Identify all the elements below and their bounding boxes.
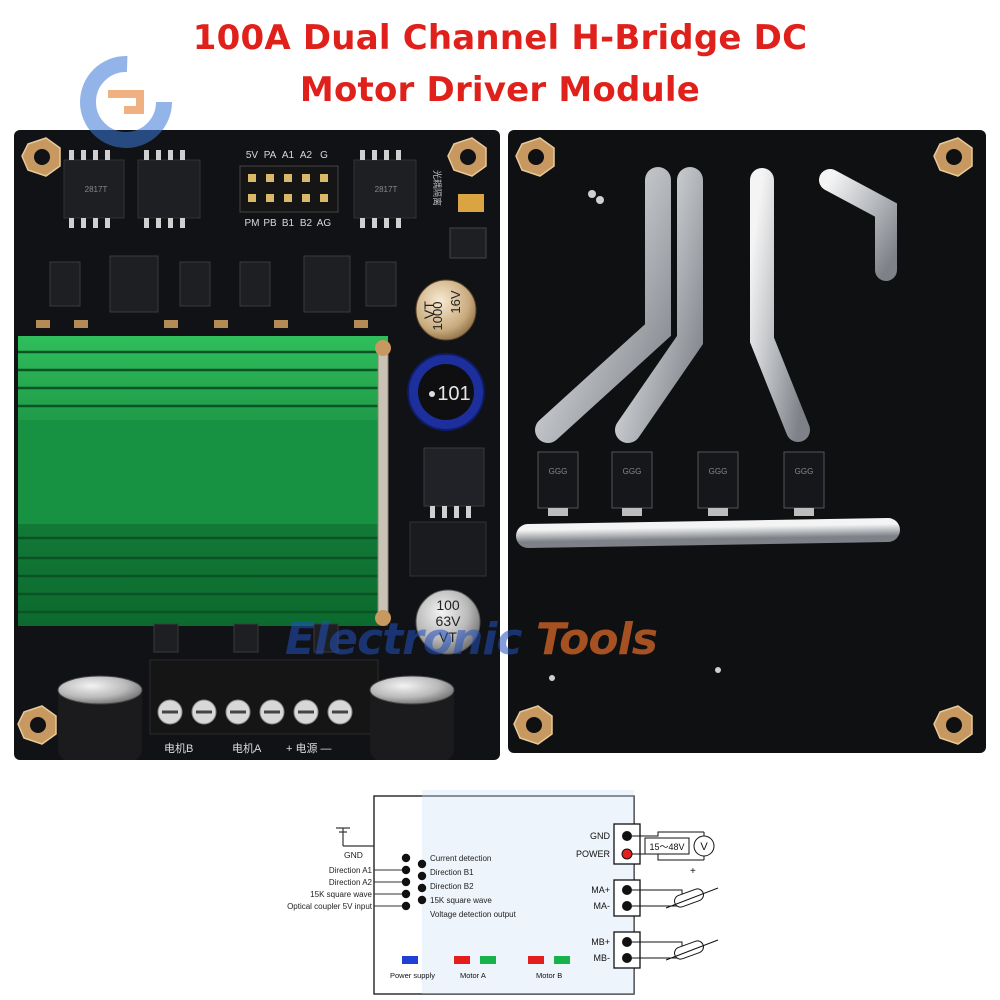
pin-label-bottom-4: B2 [300, 218, 313, 229]
brand-watermark-text: Electronic Tools [285, 614, 658, 665]
cap-1000-value: 1000 [430, 302, 445, 331]
pin-header[interactable] [239, 165, 339, 213]
side-silkscreen: 光耦隔离 [432, 170, 443, 206]
motor-a-plus-label: MA+ [591, 885, 610, 895]
legend-swatch-motor-a-2 [480, 956, 496, 964]
wiring-diagram: GND Direction A1 Direction A2 15K square… [287, 790, 719, 995]
svg-text:63V: 63V [436, 613, 462, 629]
legend-swatch-motor-b-1 [528, 956, 544, 964]
input-direction-a1: Direction A1 [329, 866, 373, 875]
voltmeter-symbol: V [700, 841, 708, 853]
motor-b-icon [665, 939, 719, 961]
inductor-101: 101 [407, 353, 485, 431]
capacitor-100uf: 100 63V VT [415, 589, 481, 655]
driver-ic-3 [353, 159, 417, 219]
input-15k-square-wave: 15K square wave [310, 890, 372, 899]
mosfet-6 [365, 261, 397, 307]
output-direction-b1: Direction B1 [430, 868, 474, 877]
bulk-capacitor-left [57, 675, 143, 760]
front-board-photo: 2817T 2817T 5V PA A1 A2 G PM PB B1 B2 AG… [14, 130, 500, 760]
svg-text:101: 101 [437, 383, 470, 405]
pin-label-top-5: G [320, 150, 328, 161]
brand-logo-watermark [80, 56, 172, 148]
diode-row [537, 451, 825, 516]
solder-traces [516, 167, 900, 548]
mosfet-2 [109, 255, 159, 313]
diode-marking-3: GGG [709, 467, 728, 476]
ic-marking-1: 2817T [85, 185, 108, 194]
mosfet-5 [303, 255, 351, 313]
ic-marking-3: 2817T [375, 185, 398, 194]
voltage-range-box [644, 837, 690, 855]
terminal-power-label: POWER [576, 849, 611, 859]
regulator-ic [449, 227, 487, 259]
watermark-text-part1: Electronic [285, 614, 523, 665]
terminal-label-motor-a: 电机A [232, 741, 262, 755]
legend-swatch-power [402, 956, 418, 964]
output-direction-b2: Direction B2 [430, 882, 474, 891]
mosfet-4 [239, 261, 271, 307]
diode-marking-1: GGG [549, 467, 568, 476]
legend-swatch-motor-a-1 [454, 956, 470, 964]
legend-power-supply: Power supply [390, 971, 435, 980]
driver-ic-2 [137, 159, 201, 219]
plus-sign: + [690, 866, 696, 877]
input-direction-a2: Direction A2 [329, 878, 373, 887]
motor-b-plus-label: MB+ [591, 937, 610, 947]
legend-motor-a: Motor A [460, 971, 486, 980]
buck-converter-ic [423, 447, 485, 507]
terminal-gnd-label: GND [590, 831, 611, 841]
shunt-resistor [377, 341, 389, 625]
page-title-line-2: Motor Driver Module [299, 70, 701, 110]
gnd-label: GND [344, 850, 363, 860]
terminal-label-motor-b: 电机B [164, 741, 193, 755]
pin-label-bottom-2: PB [263, 218, 277, 229]
legend-swatch-motor-b-2 [554, 956, 570, 964]
color-legend: Power supply Motor A Motor B [390, 956, 570, 980]
ground-symbol [336, 827, 374, 847]
tantalum-capacitor [458, 194, 484, 212]
pcb-back-substrate [508, 130, 986, 753]
watermark-text-part2: Tools [535, 614, 658, 665]
heatsink [18, 336, 388, 626]
mosfet-1 [49, 261, 81, 307]
pin-label-top-2: PA [264, 150, 277, 161]
svg-text:100: 100 [436, 597, 460, 613]
diode-marking-2: GGG [623, 467, 642, 476]
pin-label-top-3: A1 [282, 150, 295, 161]
diode-marking-4: GGG [795, 467, 814, 476]
bulk-capacitor-right [369, 675, 455, 760]
mosfet-3 [179, 261, 211, 307]
legend-motor-b: Motor B [536, 971, 562, 980]
output-15k-square-wave: 15K square wave [430, 896, 492, 905]
cap-1000-voltage: 16V [448, 290, 463, 313]
voltage-range: 15～48V [649, 842, 684, 852]
capacitor-1000uf: VT [415, 279, 477, 341]
input-optical-coupler: Optical coupler 5V input [287, 902, 373, 911]
terminal-label-power: + 电源 — [286, 741, 332, 755]
pin-label-top-4: A2 [300, 150, 313, 161]
controller-ic [409, 521, 487, 577]
pin-label-bottom-5: AG [317, 218, 332, 229]
page-title-line-1: 100A Dual Channel H-Bridge DC [192, 18, 808, 58]
output-voltage-detection: Voltage detection output [430, 910, 517, 919]
screw-terminal-block[interactable] [149, 659, 379, 735]
svg-text:VT: VT [439, 629, 457, 645]
pin-label-top-1: 5V [246, 150, 259, 161]
pin-label-bottom-1: PM [245, 218, 260, 229]
back-board-photo: GGG GGG GGG GGG [508, 130, 986, 753]
motor-a-icon [665, 887, 719, 909]
output-current-detection: Current detection [430, 854, 491, 863]
svg-text:VT: VT [421, 301, 437, 319]
motor-b-minus-label: MB- [594, 953, 611, 963]
pin-label-bottom-3: B1 [282, 218, 295, 229]
motor-a-minus-label: MA- [594, 901, 611, 911]
